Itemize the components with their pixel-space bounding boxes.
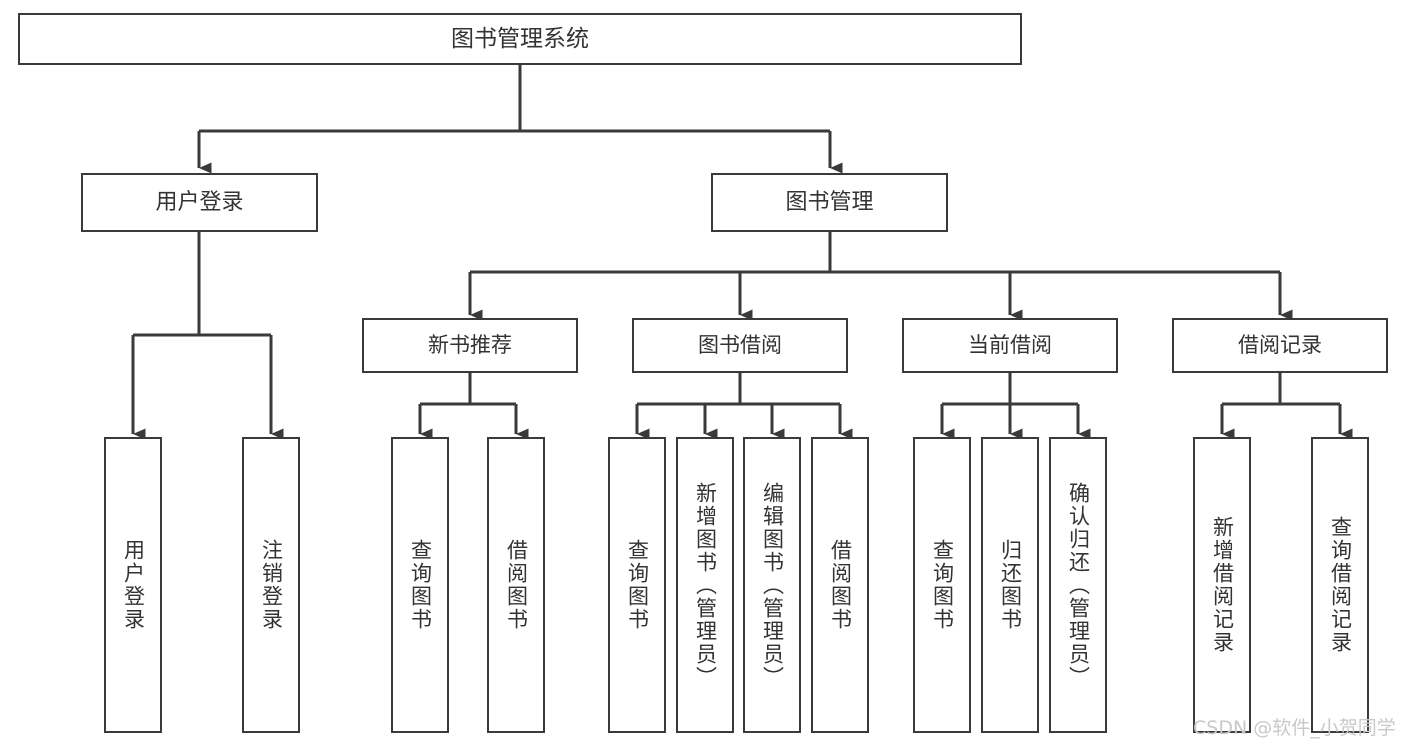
node-label: 查询图书 — [930, 539, 955, 631]
node-label: 图书管理系统 — [451, 25, 589, 52]
leaf-current-borrow-return[interactable]: 归还图书 — [981, 437, 1039, 733]
node-label: 注销登录 — [259, 539, 284, 631]
node-borrow-record[interactable]: 借阅记录 — [1172, 318, 1388, 373]
node-label: 查询图书 — [625, 539, 650, 631]
node-label: 图书管理 — [785, 189, 874, 215]
node-book-borrow[interactable]: 图书借阅 — [632, 318, 848, 373]
leaf-user-login-signin[interactable]: 用户登录 — [104, 437, 162, 733]
node-label: 借阅图书 — [828, 539, 853, 631]
node-label: 图书借阅 — [698, 333, 782, 358]
node-label: 查询借阅记录 — [1328, 516, 1353, 654]
node-label: 查询图书 — [408, 539, 433, 631]
node-label: 归还图书 — [998, 539, 1023, 631]
leaf-book-borrow-borrow[interactable]: 借阅图书 — [811, 437, 869, 733]
leaf-current-borrow-query[interactable]: 查询图书 — [913, 437, 971, 733]
leaf-book-borrow-edit[interactable]: 编辑图书（管理员） — [743, 437, 801, 733]
node-book-management-system[interactable]: 图书管理系统 — [18, 13, 1022, 65]
node-label: 确认归还（管理员） — [1066, 481, 1091, 689]
leaf-book-borrow-add[interactable]: 新增图书（管理员） — [676, 437, 734, 733]
node-user-login[interactable]: 用户登录 — [81, 173, 318, 232]
node-label: 编辑图书（管理员） — [760, 481, 785, 689]
leaf-book-borrow-query[interactable]: 查询图书 — [608, 437, 666, 733]
leaf-new-book-query[interactable]: 查询图书 — [391, 437, 449, 733]
leaf-borrow-record-add[interactable]: 新增借阅记录 — [1193, 437, 1251, 733]
node-label: 用户登录 — [155, 189, 244, 215]
node-label: 新增图书（管理员） — [693, 481, 718, 689]
leaf-new-book-borrow[interactable]: 借阅图书 — [487, 437, 545, 733]
node-label: 新书推荐 — [428, 333, 512, 358]
leaf-current-borrow-confirm-return[interactable]: 确认归还（管理员） — [1049, 437, 1107, 733]
node-label: 当前借阅 — [968, 333, 1052, 358]
node-label: 用户登录 — [121, 539, 146, 631]
leaf-borrow-record-query[interactable]: 查询借阅记录 — [1311, 437, 1369, 733]
leaf-user-login-signout[interactable]: 注销登录 — [242, 437, 300, 733]
node-book-management[interactable]: 图书管理 — [711, 173, 948, 232]
node-label: 新增借阅记录 — [1210, 516, 1235, 654]
node-new-book-recommend[interactable]: 新书推荐 — [362, 318, 578, 373]
node-label: 借阅图书 — [504, 539, 529, 631]
node-current-borrow[interactable]: 当前借阅 — [902, 318, 1118, 373]
node-label: 借阅记录 — [1238, 333, 1322, 358]
